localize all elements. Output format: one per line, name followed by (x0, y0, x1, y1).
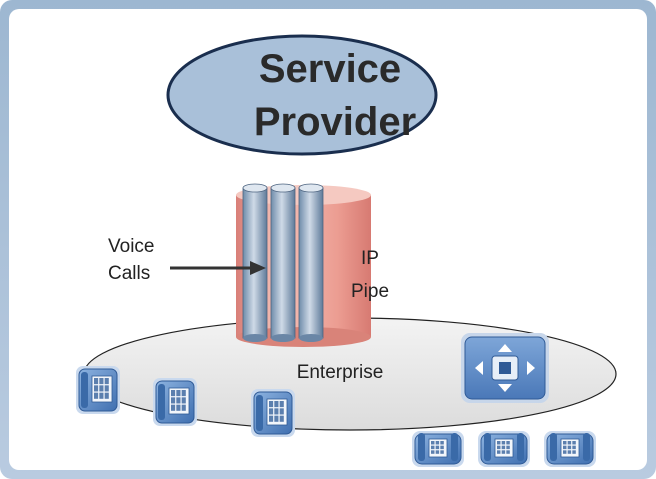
voice-column (242, 183, 268, 342)
enterprise-label: Enterprise (297, 362, 384, 383)
phone-icon (76, 366, 120, 414)
service-provider-line1: Service (259, 47, 401, 91)
phone-icon (478, 431, 530, 467)
voice-call-columns (242, 183, 324, 342)
arrow-right-icon (170, 261, 266, 275)
ip-phones (76, 366, 596, 467)
phone-icon (544, 431, 596, 467)
service-provider-ellipse (166, 34, 438, 156)
service-provider-line2: Provider (254, 100, 416, 144)
pbx-switch-icon (461, 333, 549, 403)
ip-pipe-line2: Pipe (351, 281, 389, 302)
phone-icon (251, 389, 295, 437)
phone-icon (412, 431, 464, 467)
ip-pipe-line1: IP (361, 248, 379, 269)
voice-column (298, 183, 324, 342)
voice-calls-line1: Voice (108, 236, 154, 257)
voice-calls-line2: Calls (108, 263, 150, 284)
phone-icon (153, 378, 197, 426)
voice-column (270, 183, 296, 342)
